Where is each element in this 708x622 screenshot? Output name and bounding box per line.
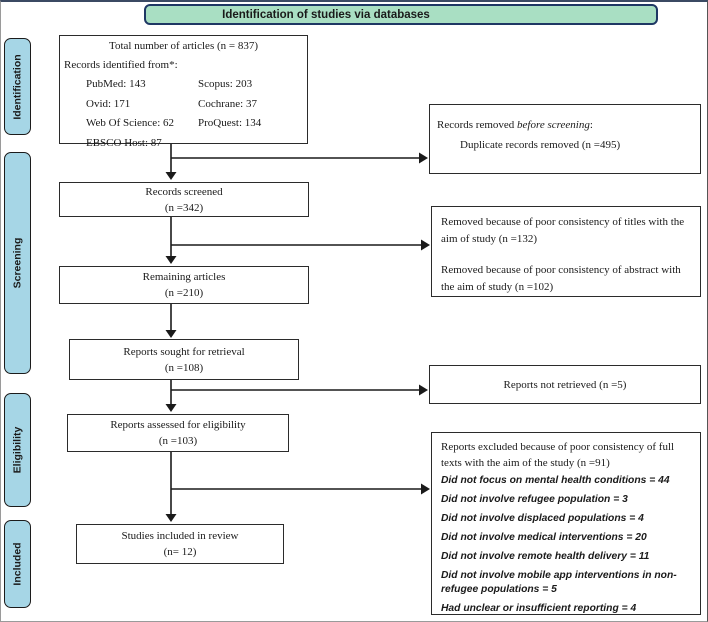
reports-not-retrieved-text: Reports not retrieved (n =5) — [503, 378, 627, 391]
box-reports-assessed: Reports assessed for eligibility (n =103… — [67, 414, 289, 452]
arrow-screened-to-remaining — [165, 217, 177, 264]
studies-included-count: (n= 12) — [163, 546, 197, 558]
arrow-screened-to-titles-removed — [171, 239, 430, 251]
source-web-of-science: Web Of Science: 62 — [86, 117, 174, 129]
diagram-title: Identification of studies via databases — [222, 8, 430, 21]
arrow-assessed-to-excluded — [171, 483, 430, 495]
source-pubmed: PubMed: 143 — [86, 78, 146, 90]
reports-sought-count: (n =108) — [164, 361, 204, 374]
database-counts-right: Scopus: 203 Cochrane: 37 ProQuest: 134 — [198, 77, 307, 156]
reports-sought-label: Reports sought for retrieval — [123, 345, 245, 358]
studies-included-label: Studies included in review — [121, 530, 239, 542]
box-records-removed-before-screening: Records removed before screening: Duplic… — [429, 104, 701, 174]
records-removed-heading: Records removed before screening: — [430, 105, 700, 133]
source-ovid: Ovid: 171 — [86, 97, 131, 110]
stage-eligibility-label: Eligibility — [11, 426, 24, 474]
source-ebsco: EBSCO Host: 87 — [86, 137, 162, 149]
records-removed-italic: before screening — [517, 119, 590, 131]
box-reports-sought: Reports sought for retrieval (n =108) — [69, 339, 299, 380]
exclusion-reason-mobile-app: Did not involve mobile app interventions… — [441, 570, 677, 595]
database-counts-left: PubMed: 143 Ovid: 171 Web Of Science: 62… — [60, 77, 198, 156]
exclusion-reason-remote-health: Did not involve remote health delivery =… — [441, 551, 650, 562]
arrow-sought-to-assessed — [165, 380, 177, 412]
diagram-title-banner: Identification of studies via databases — [144, 4, 658, 25]
stage-included-label: Included — [11, 542, 24, 586]
titles-removed-text: Removed because of poor consistency of t… — [441, 216, 685, 245]
duplicate-records-removed: Duplicate records removed (n =495) — [460, 139, 621, 151]
box-title-abstract-removed: Removed because of poor consistency of t… — [431, 206, 701, 297]
stage-identification: Identification — [4, 38, 31, 135]
arrow-assessed-to-included — [165, 452, 177, 522]
box-reports-not-retrieved: Reports not retrieved (n =5) — [429, 365, 701, 404]
exclusion-reason-refugee-population: Did not involve refugee population = 3 — [441, 494, 628, 505]
stage-screening: Screening — [4, 152, 31, 374]
stage-included: Included — [4, 520, 31, 608]
stage-screening-label: Screening — [11, 237, 24, 289]
records-removed-colon: : — [589, 119, 593, 131]
source-proquest: ProQuest: 134 — [198, 117, 262, 129]
reports-excluded-heading: Reports excluded because of poor consist… — [441, 441, 675, 469]
box-reports-excluded: Reports excluded because of poor consist… — [431, 432, 701, 615]
exclusion-reason-mental-health: Did not focus on mental health condition… — [441, 475, 670, 486]
stage-eligibility: Eligibility — [4, 393, 31, 507]
arrow-sought-to-not-retrieved — [171, 384, 428, 396]
database-counts: PubMed: 143 Ovid: 171 Web Of Science: 62… — [60, 77, 307, 156]
remaining-articles-label: Remaining articles — [142, 271, 226, 283]
records-identified-title: Total number of articles (n = 837) — [109, 40, 258, 52]
box-studies-included: Studies included in review (n= 12) — [76, 524, 284, 564]
arrow-remaining-to-sought — [165, 304, 177, 338]
remaining-articles-count: (n =210) — [164, 287, 204, 299]
records-identified-subtitle: Records identified from*: — [64, 59, 178, 71]
box-records-identified: Total number of articles (n = 837) Recor… — [59, 35, 308, 149]
exclusion-reason-unclear-reporting: Had unclear or insufficient reporting = … — [441, 602, 637, 614]
reports-assessed-label: Reports assessed for eligibility — [110, 419, 246, 431]
box-remaining-articles: Remaining articles (n =210) — [59, 266, 309, 304]
source-cochrane: Cochrane: 37 — [198, 97, 257, 110]
reports-assessed-count: (n =103) — [158, 435, 198, 447]
box-records-screened: Records screened (n =342) — [59, 182, 309, 217]
records-screened-label: Records screened — [145, 185, 223, 198]
records-removed-prefix: Records removed — [437, 119, 518, 131]
source-scopus: Scopus: 203 — [198, 78, 253, 90]
exclusion-reason-displaced-populations: Did not involve displaced populations = … — [441, 513, 644, 524]
records-screened-count: (n =342) — [164, 201, 204, 214]
stage-identification-label: Identification — [11, 53, 24, 120]
abstract-removed-text: Removed because of poor consistency of a… — [441, 264, 681, 293]
exclusion-reason-medical-interventions: Did not involve medical interventions = … — [441, 532, 647, 543]
